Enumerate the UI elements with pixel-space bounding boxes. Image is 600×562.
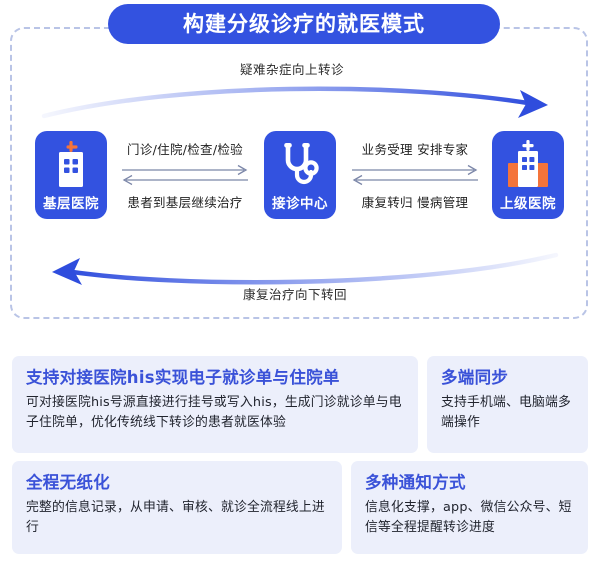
page-title: 构建分级诊疗的就医模式 <box>183 11 425 36</box>
flow-node-superior-hospital[interactable]: 上级医院 <box>492 131 564 219</box>
feature-card-paperless-title: 全程无纸化 <box>26 473 110 492</box>
bidirectional-arrows-icon <box>352 164 478 185</box>
arc-up-label: 疑难杂症向上转诊 <box>240 62 345 77</box>
flow-node-reception-center[interactable]: 接诊中心 <box>264 131 336 219</box>
hospital-large-icon <box>508 140 548 187</box>
feature-card-notifications-title: 多种通知方式 <box>365 473 466 492</box>
feature-card-his-integration[interactable]: 支持对接医院his实现电子就诊单与住院单 可对接医院his号源直接进行挂号或写入… <box>12 356 418 453</box>
feature-card-multi-terminal-sync[interactable]: 多端同步 支持手机端、电脑端多端操作 <box>427 356 588 453</box>
connector-primary-to-center: 门诊/住院/检查/检验 患者到基层继续治疗 <box>120 143 250 210</box>
feature-card-multi-terminal-sync-title: 多端同步 <box>441 368 509 387</box>
hospital-small-icon <box>59 141 83 187</box>
flow-node-primary-hospital[interactable]: 基层医院 <box>35 131 107 219</box>
feature-card-his-integration-body: 可对接医院his号源直接进行挂号或写入his，生成门诊就诊单与电子住院单，优化传… <box>26 394 402 430</box>
flow-node-primary-hospital-label: 基层医院 <box>43 196 99 212</box>
connector-center-to-superior: 业务受理 安排专家 康复转归 慢病管理 <box>350 143 480 210</box>
flow-node-superior-hospital-label: 上级医院 <box>500 196 556 212</box>
feature-card-multi-terminal-sync-body: 支持手机端、电脑端多端操作 <box>441 394 571 430</box>
title-banner: 构建分级诊疗的就医模式 <box>108 4 500 44</box>
connector-center-to-superior-bottom-label: 康复转归 慢病管理 <box>361 194 469 210</box>
connector-primary-to-center-top-label: 门诊/住院/检查/检验 <box>127 142 243 157</box>
flow-node-reception-center-label: 接诊中心 <box>272 196 328 212</box>
feature-card-notifications[interactable]: 多种通知方式 信息化支撑，app、微信公众号、短信等全程提醒转诊进度 <box>351 461 588 554</box>
feature-card-notifications-body: 信息化支撑，app、微信公众号、短信等全程提醒转诊进度 <box>365 499 572 535</box>
bidirectional-arrows-icon <box>122 164 248 185</box>
connector-primary-to-center-bottom-label: 患者到基层继续治疗 <box>127 194 243 210</box>
feature-card-paperless-body: 完整的信息记录，从申请、审核、就诊全流程线上进行 <box>26 499 325 535</box>
arc-down-label: 康复治疗向下转回 <box>243 287 348 302</box>
stethoscope-icon <box>284 143 319 185</box>
connector-center-to-superior-top-label: 业务受理 安排专家 <box>361 142 469 157</box>
feature-card-his-integration-title: 支持对接医院his实现电子就诊单与住院单 <box>26 368 340 387</box>
feature-card-paperless[interactable]: 全程无纸化 完整的信息记录，从申请、审核、就诊全流程线上进行 <box>12 461 342 554</box>
